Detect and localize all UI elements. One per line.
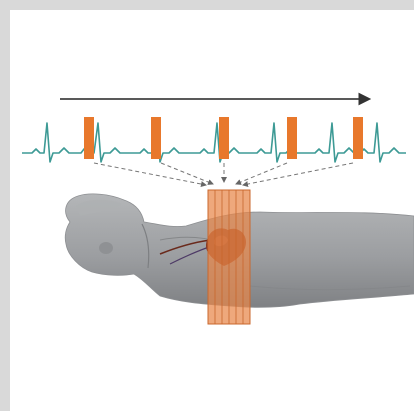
acquisition-window-1 xyxy=(84,117,94,159)
acquisition-window-4 xyxy=(287,117,297,159)
ecg-gated-imaging-diagram xyxy=(10,10,414,411)
acquisition-window-5 xyxy=(353,117,363,159)
acquisition-window-3 xyxy=(219,117,229,159)
acquisition-window-2 xyxy=(151,117,161,159)
ecg-trace xyxy=(22,123,406,162)
imaging-slab xyxy=(208,190,250,324)
converging-arrows xyxy=(94,163,353,185)
figure-frame xyxy=(10,10,414,411)
